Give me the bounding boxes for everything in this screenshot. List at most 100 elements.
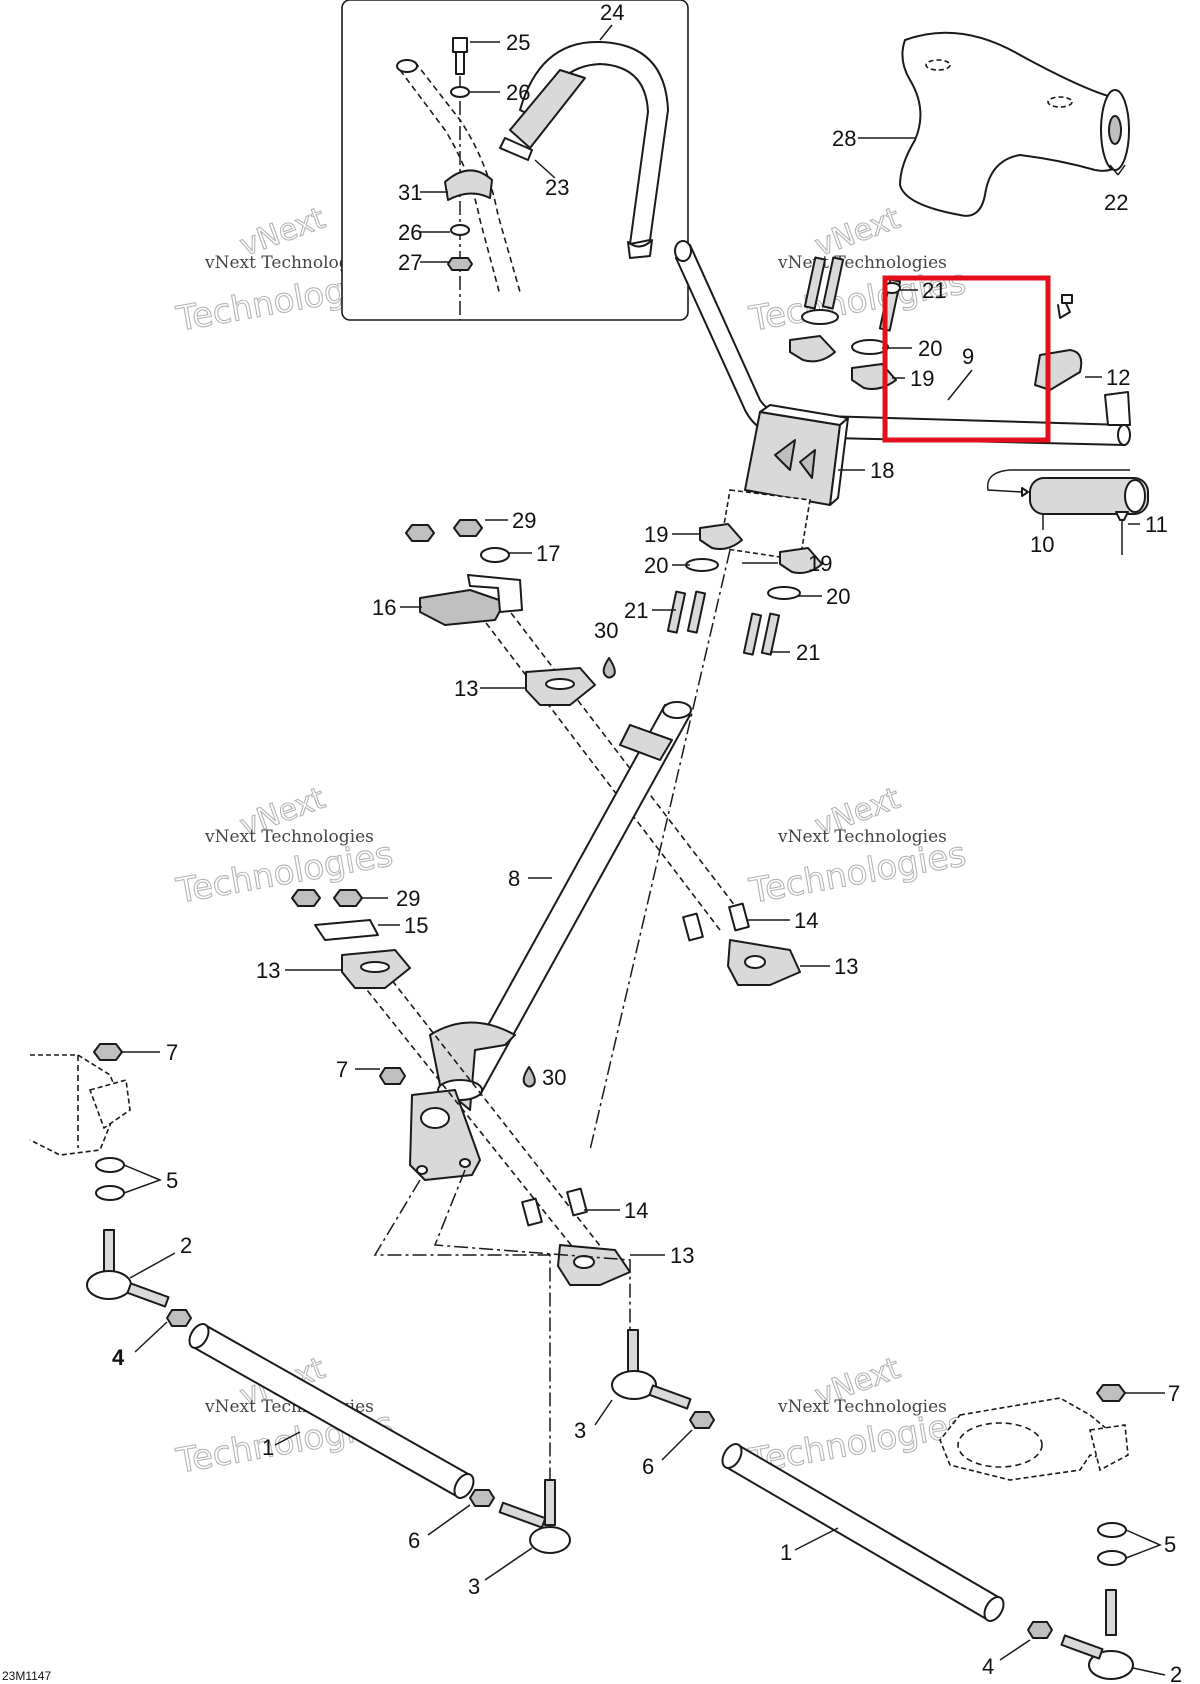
leader — [999, 1639, 1031, 1661]
callout-17: 17 — [536, 541, 560, 566]
oil-drop-icon — [602, 657, 616, 679]
leader — [661, 1429, 693, 1461]
mid-clamps — [589, 523, 823, 1151]
clamp-19 — [779, 547, 823, 574]
nut-7 — [379, 1067, 406, 1085]
inset-tube-end — [396, 59, 418, 73]
spacer-14 — [682, 912, 704, 942]
nut-29 — [291, 889, 321, 907]
spacer-14 — [521, 1197, 543, 1227]
right-bracket-hidden — [939, 1384, 1129, 1566]
leader — [1132, 1667, 1166, 1676]
nut-4 — [166, 1309, 192, 1327]
clamp — [789, 335, 836, 363]
washer-26-top — [450, 86, 470, 98]
bolt — [803, 256, 827, 310]
callout-20: 20 — [918, 336, 942, 361]
callout-21: 21 — [796, 640, 820, 665]
callout-14: 14 — [624, 1198, 648, 1223]
watermark-caption: vNext Technologies — [777, 1397, 947, 1417]
oil-drop-icon — [522, 1066, 536, 1088]
callout-24: 24 — [600, 0, 624, 25]
bolt-21 — [742, 612, 763, 656]
leader — [947, 369, 973, 401]
callout-31: 31 — [398, 180, 422, 205]
rivet-head — [1115, 511, 1129, 521]
link-hidden-line — [373, 1179, 551, 1480]
handlebar-right-end — [1104, 391, 1131, 426]
right-spindle-hidden — [939, 1397, 1121, 1481]
callout-23: 23 — [545, 175, 569, 200]
washer-20 — [767, 586, 801, 600]
rod-end — [188, 1323, 210, 1349]
grip-12 — [1034, 294, 1083, 391]
callout-2: 2 — [180, 1233, 192, 1258]
leader — [599, 24, 613, 41]
spacer-14 — [566, 1187, 588, 1217]
flange-bolt-hole — [416, 1165, 428, 1175]
pad-hole — [1047, 96, 1073, 108]
callout-5: 5 — [1164, 1532, 1176, 1557]
callout-22: 22 — [1104, 190, 1128, 215]
spacer-14 — [728, 902, 750, 932]
watermark-caption: vNext Technologies — [777, 827, 947, 847]
column-bushing — [619, 724, 673, 761]
callout-21: 21 — [624, 598, 648, 623]
leader — [427, 1504, 471, 1536]
washer-26-bottom — [450, 224, 470, 236]
bracket-cutout — [799, 449, 816, 479]
nut-6 — [689, 1411, 715, 1429]
bolt-25 — [452, 37, 468, 75]
nut-29 — [405, 524, 435, 542]
tie-rod-end-2-right — [1027, 1589, 1134, 1680]
callout-4: 4 — [112, 1345, 125, 1370]
loop-end — [627, 239, 653, 259]
drawing-code: 23M1147 — [2, 1669, 51, 1683]
callout-13: 13 — [454, 676, 478, 701]
link-hidden-line — [433, 1169, 631, 1330]
bolt-21 — [666, 590, 687, 634]
callout-21: 21 — [922, 278, 946, 303]
callout-13: 13 — [670, 1243, 694, 1268]
support-16 — [419, 589, 506, 626]
lower-cross-tube — [291, 889, 631, 1480]
watermark-4: vNext vNext Technologies Technologies — [745, 780, 969, 912]
threaded-shank — [126, 1282, 170, 1308]
callout-13: 13 — [834, 954, 858, 979]
watermark-caption: vNext Technologies — [204, 253, 374, 273]
callout-1: 1 — [262, 1435, 274, 1460]
washer-5 — [1097, 1550, 1127, 1566]
washer-20 — [851, 339, 889, 355]
tie-rod-1-right — [721, 1443, 1005, 1622]
threaded-shank — [498, 1501, 547, 1529]
callout-3: 3 — [574, 1418, 586, 1443]
callout-25: 25 — [506, 30, 530, 55]
washer-5 — [1097, 1522, 1127, 1538]
hidden-line — [379, 964, 616, 1266]
clamp-31 — [444, 169, 493, 201]
leader — [794, 1527, 839, 1551]
callout-11: 11 — [1145, 512, 1168, 537]
nut-29 — [453, 519, 483, 537]
ball-joint — [529, 1526, 571, 1554]
watermark-6: vNext vNext Technologies Technologies — [745, 1350, 969, 1482]
callout-16: 16 — [372, 595, 396, 620]
watermark-caption: vNext Technologies — [204, 827, 374, 847]
pad-end-inner — [1108, 115, 1122, 145]
nut-27 — [447, 257, 473, 271]
rivet-11 — [1115, 511, 1129, 555]
rod-end — [983, 1596, 1005, 1622]
callout-30: 30 — [594, 618, 618, 643]
stud — [544, 1479, 556, 1526]
flange-bolt-hole — [459, 1158, 471, 1168]
leader — [1125, 1529, 1162, 1559]
watermark-group: vNext vNext Technologies Technologies vN… — [172, 200, 969, 1482]
grip-10-body — [1029, 477, 1149, 515]
leader — [123, 1164, 163, 1194]
handlebar-pad-28 — [899, 31, 1130, 217]
rod — [725, 1444, 1001, 1621]
washer-20 — [685, 558, 719, 572]
hidden-line — [479, 614, 721, 931]
callout-19: 19 — [644, 522, 668, 547]
